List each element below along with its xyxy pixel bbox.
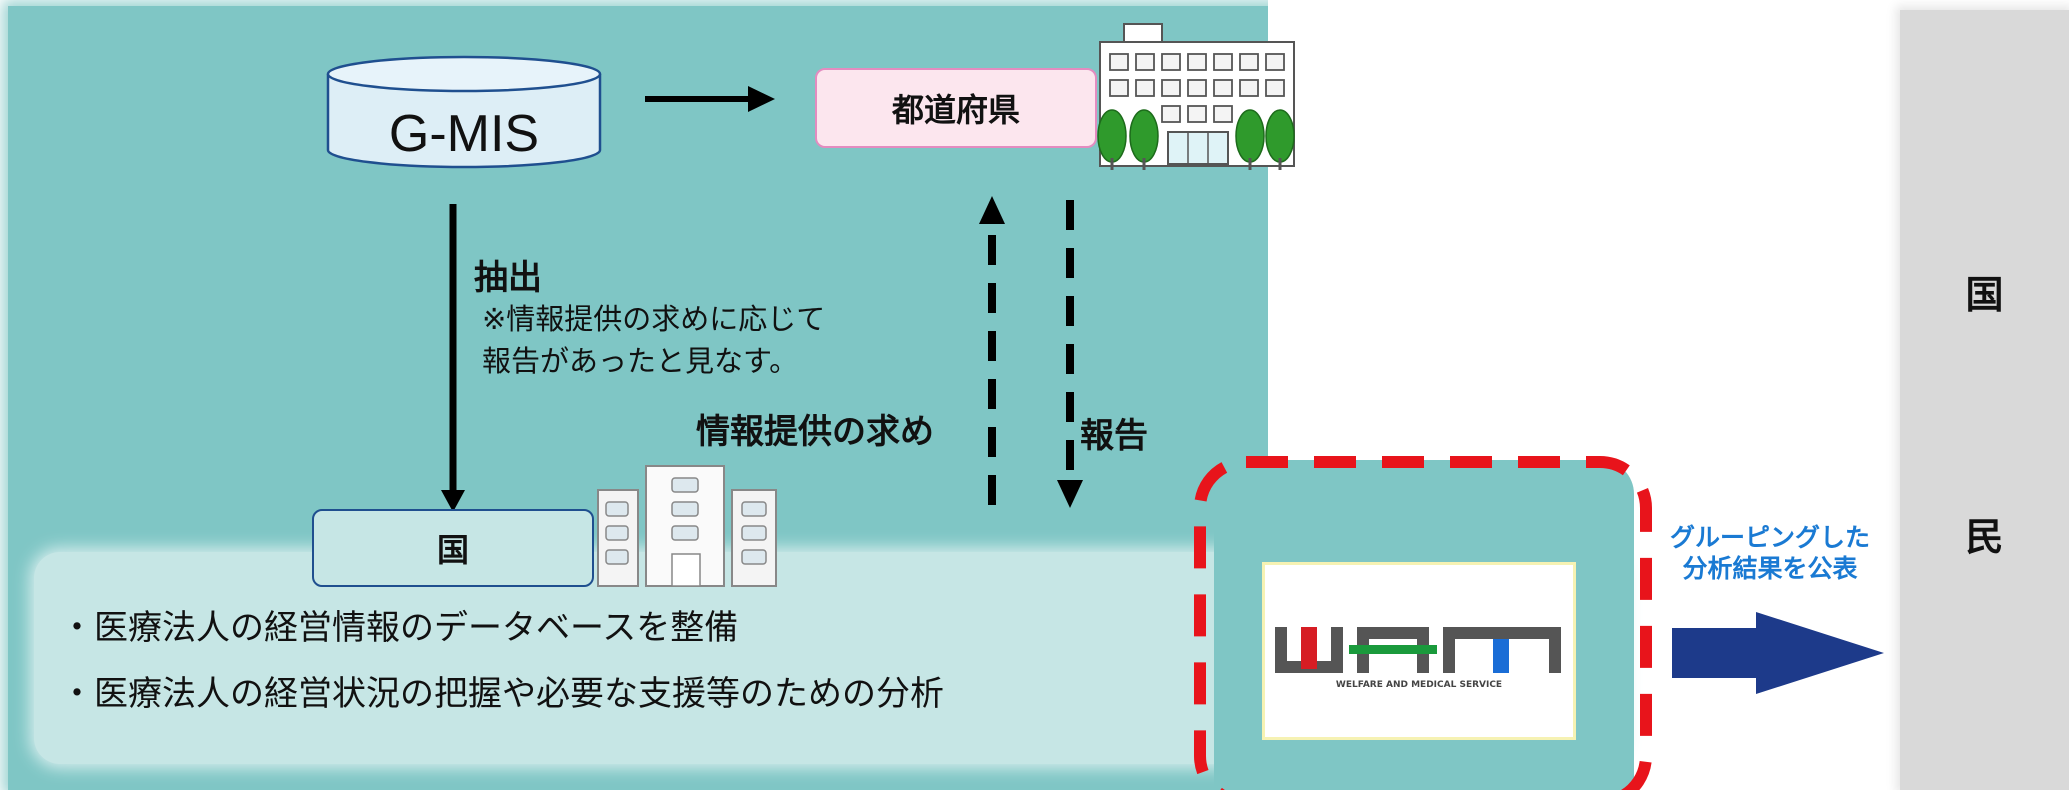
publish-arrow (1672, 612, 1884, 694)
country-box: 国 (312, 509, 594, 587)
public-char-2: 民 (1965, 515, 2004, 559)
request-label: 情報提供の求め (696, 412, 934, 452)
wam-logo: WELFARE AND MEDICAL SERVICE (1262, 562, 1576, 740)
wam-highlight-frame (1194, 456, 1652, 790)
report-label: 報告 (1080, 416, 1148, 456)
arrow-to-prefecture (645, 86, 775, 112)
wam-logo-a (1349, 627, 1437, 673)
wam-caption-line2: 分析結果を公表 (1682, 554, 1858, 583)
country-label: 国 (436, 531, 469, 569)
prefecture-building-icon (1097, 23, 1295, 170)
wam-caption-line1: グルーピングした (1669, 523, 1870, 552)
arrow-report-down (1057, 200, 1083, 508)
public-bar: 国 民 (1900, 10, 2069, 790)
wam-logo-w (1275, 627, 1343, 673)
prefecture-label: 都道府県 (891, 91, 1020, 129)
wam-logo-subtitle: WELFARE AND MEDICAL SERVICE (1336, 680, 1502, 690)
bullet-item: ・医療法人の経営情報のデータベースを整備 (60, 608, 739, 648)
extract-note-line1: ※情報提供の求めに応じて (482, 302, 826, 336)
extract-note-line2: 報告があったと見なす。 (482, 344, 799, 378)
national-building-icon (597, 465, 777, 587)
arrow-extract (441, 204, 465, 512)
wam-logo-m (1443, 627, 1561, 673)
extract-label: 抽出 (474, 258, 542, 298)
wam-logo-mark: WELFARE AND MEDICAL SERVICE (1275, 627, 1561, 690)
bullet-item: ・医療法人の経営状況の把握や必要な支援等のための分析 (60, 674, 944, 714)
wam-caption: グルーピングした 分析結果を公表 (1640, 522, 1900, 584)
public-char-1: 国 (1965, 273, 2004, 317)
database-icon (326, 55, 602, 169)
database-label: G-MIS (388, 105, 540, 163)
arrow-request-up (979, 196, 1005, 505)
prefecture-box: 都道府県 (815, 68, 1097, 148)
